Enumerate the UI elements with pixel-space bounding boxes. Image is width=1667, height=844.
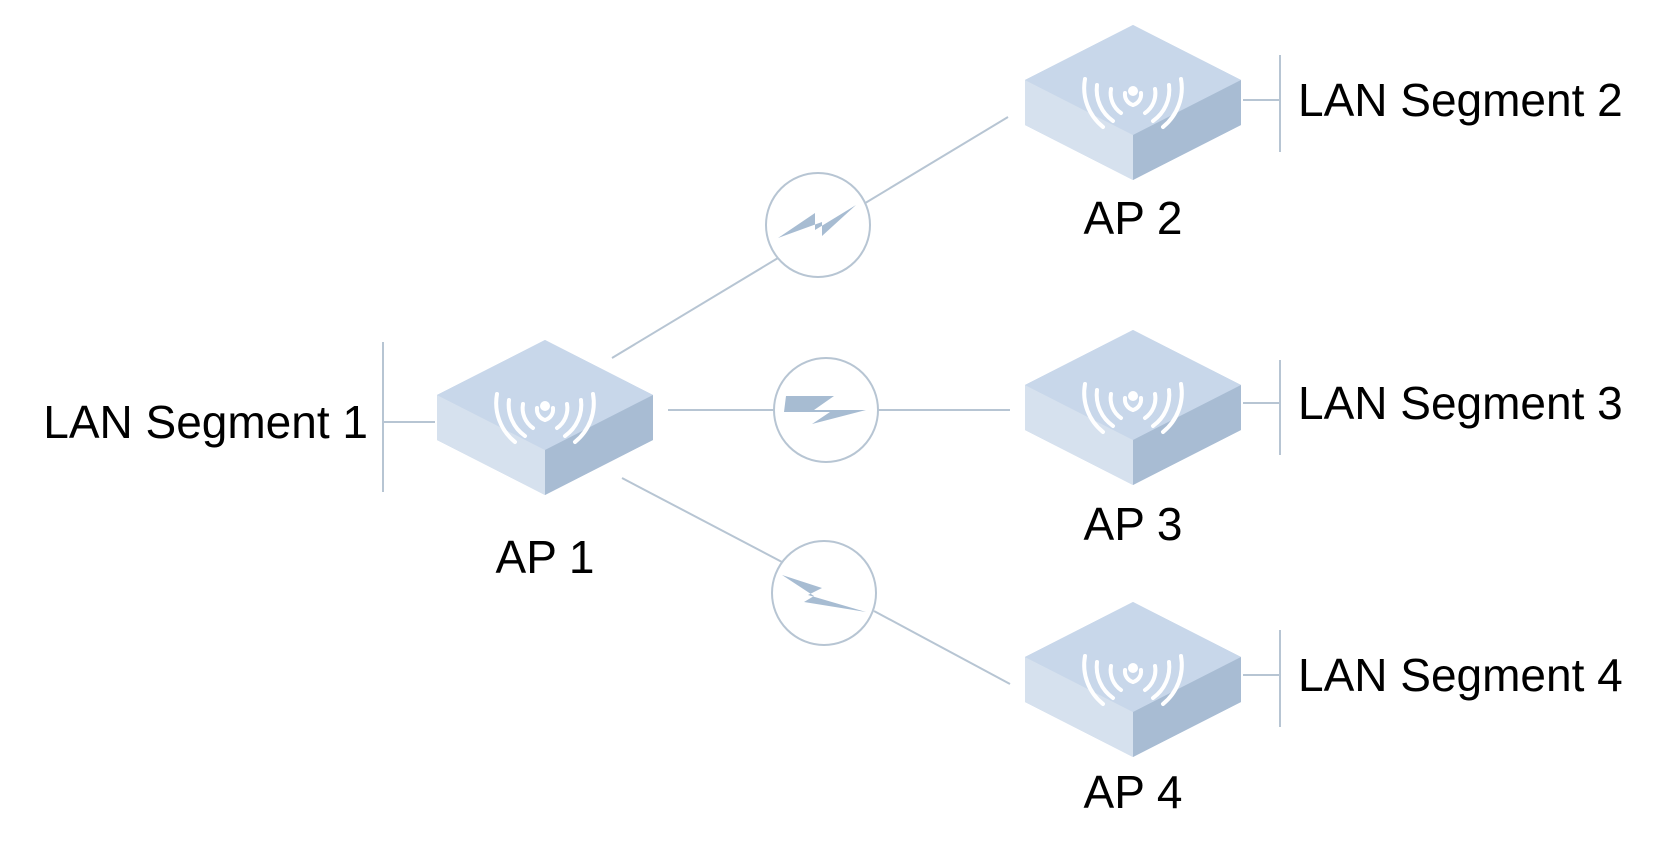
lan-segment-3-label: LAN Segment 3 bbox=[1298, 377, 1623, 429]
lan-segment-4-label: LAN Segment 4 bbox=[1298, 649, 1623, 701]
lan-segment-3: LAN Segment 3 bbox=[1243, 360, 1623, 455]
lan-segment-1-label: LAN Segment 1 bbox=[43, 396, 368, 448]
wireless-access-point-icon bbox=[1023, 23, 1243, 182]
ap4-label: AP 4 bbox=[1084, 766, 1183, 818]
lightning-bolt-icon bbox=[782, 575, 866, 612]
lan-segment-1: LAN Segment 1 bbox=[43, 342, 435, 492]
lan-segment-2: LAN Segment 2 bbox=[1243, 55, 1623, 152]
lan-segment-2-label: LAN Segment 2 bbox=[1298, 74, 1623, 126]
access-point-ap1: AP 1 bbox=[435, 338, 655, 583]
wireless-access-point-icon bbox=[435, 338, 655, 497]
ap2-label: AP 2 bbox=[1084, 192, 1183, 244]
lightning-bolt-icon bbox=[778, 205, 856, 238]
wireless-link-ap1-ap2 bbox=[611, 116, 1009, 359]
lan-segment-4: LAN Segment 4 bbox=[1243, 630, 1623, 727]
access-point-ap2: AP 2 bbox=[1023, 23, 1243, 244]
access-point-ap3: AP 3 bbox=[1023, 328, 1243, 550]
ap1-label: AP 1 bbox=[496, 531, 595, 583]
wireless-link-ap1-ap3 bbox=[668, 357, 1010, 463]
ap3-label: AP 3 bbox=[1084, 498, 1183, 550]
lightning-bolt-icon bbox=[784, 396, 866, 424]
wireless-link-ap1-ap4 bbox=[621, 477, 1011, 685]
wireless-access-point-icon bbox=[1023, 328, 1243, 487]
access-point-ap4: AP 4 bbox=[1023, 600, 1243, 818]
wireless-access-point-icon bbox=[1023, 600, 1243, 759]
